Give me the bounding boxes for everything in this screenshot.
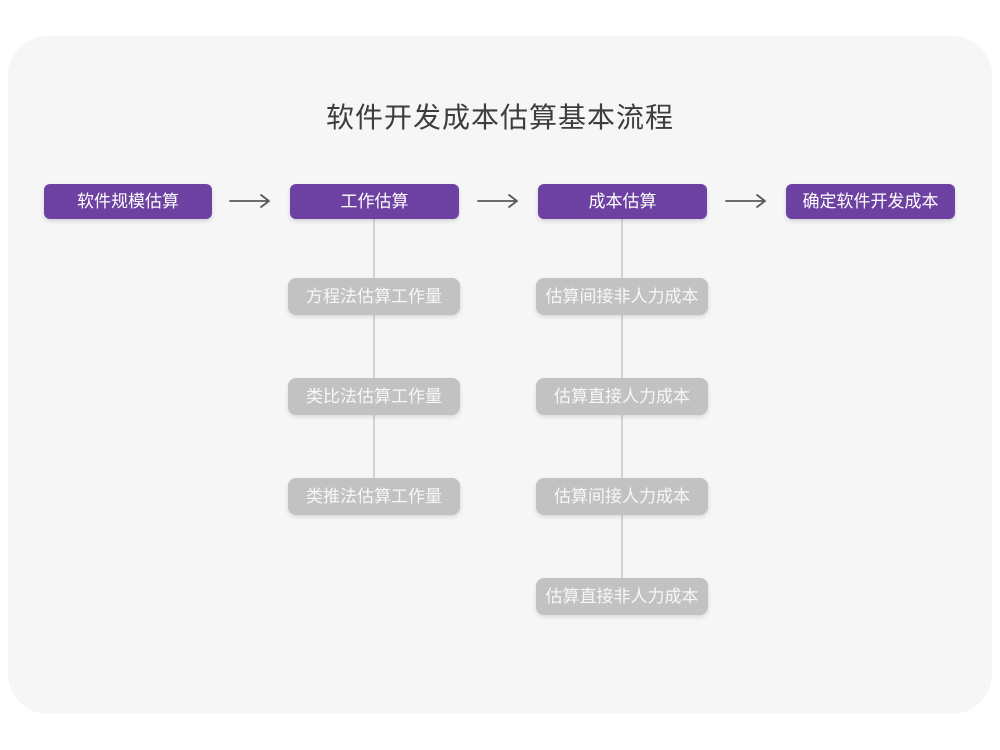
arrow-right-icon [228, 193, 272, 209]
cost-method-direct-labor: 估算直接人力成本 [536, 378, 708, 415]
arrow-right-icon [476, 193, 520, 209]
flow-stage-cost-estimation: 成本估算 [538, 184, 707, 219]
work-method-extrapolation: 类推法估算工作量 [288, 478, 460, 515]
diagram-panel [8, 36, 992, 714]
work-method-equation: 方程法估算工作量 [288, 278, 460, 315]
connector-line-work [373, 219, 375, 479]
cost-method-indirect-nonlabor: 估算间接非人力成本 [536, 278, 708, 315]
flow-stage-software-scale-estimation: 软件规模估算 [44, 184, 212, 219]
flow-stage-determine-development-cost: 确定软件开发成本 [786, 184, 955, 219]
work-method-analogy: 类比法估算工作量 [288, 378, 460, 415]
cost-method-indirect-labor: 估算间接人力成本 [536, 478, 708, 515]
flow-stage-work-estimation: 工作估算 [290, 184, 459, 219]
cost-method-direct-nonlabor: 估算直接非人力成本 [536, 578, 708, 615]
arrow-right-icon [724, 193, 768, 209]
page-title: 软件开发成本估算基本流程 [325, 102, 674, 133]
